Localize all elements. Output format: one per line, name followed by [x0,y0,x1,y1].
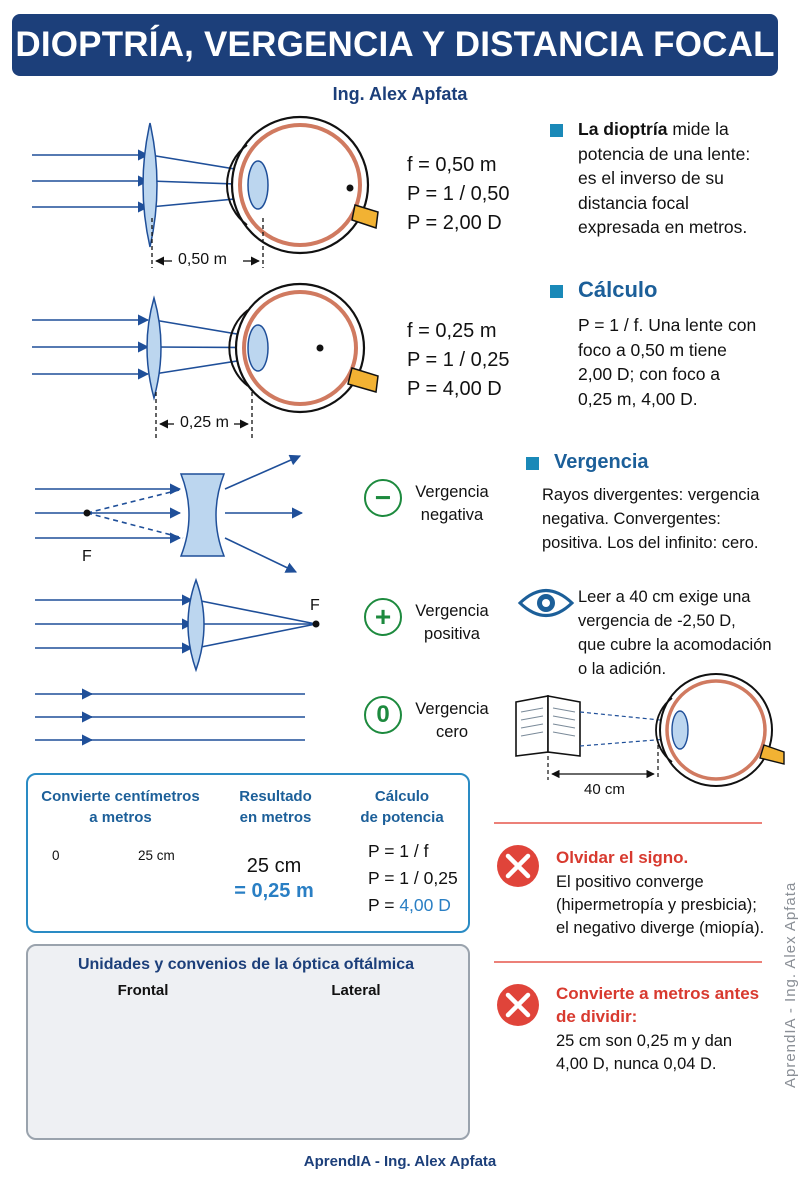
conversion-col1-header: Convierte centímetros a metros [41,788,200,826]
ruler-start-label: 0 [52,848,60,863]
bullet-square [550,285,563,298]
distance-label-2: 0,25 m [180,414,229,431]
units-title: Unidades y convenios de la óptica oftálm… [77,956,415,973]
conversion-box [26,773,470,933]
error-note-2: Convierte a metros antes de dividir: 25 … [556,984,760,1073]
eye-icon [517,589,575,617]
power-result-2: P = 4,00 D [407,378,502,400]
dioptria-term: La dioptría [578,119,668,139]
side-view-label: Lateral [331,982,381,999]
plus-icon: + [364,598,402,636]
front-view-label: Frontal [117,982,169,999]
vergencia-heading: Vergencia [554,451,649,473]
ruler-end-label: 25 cm [138,848,175,863]
reading-distance-label: 40 cm [584,781,625,798]
focus-label-positive: F [310,597,320,614]
zero-icon: 0 [364,696,402,734]
error-note-1: Olvidar el signo. El positivo converge (… [556,848,765,937]
calculo-text: P = 1 / f. Una lente con foco a 0,50 m t… [578,315,757,409]
page-title: DIOPTRÍA, VERGENCIA Y DISTANCIA FOCAL [15,25,775,64]
diagram-reading [515,673,785,787]
bullet-square [526,457,539,470]
author-line: Ing. Alex Apfata [332,84,468,104]
error-icon-1 [497,845,539,887]
dioptria-text: La dioptría mide la potencia de una lent… [578,119,751,237]
diagram-zero-vergence [35,688,305,746]
focal-length-1: f = 0,50 m [407,154,497,176]
convex-lens-3 [187,577,205,673]
title-banner [12,14,778,76]
eyeball-2 [228,282,379,414]
convex-lens-2 [146,295,162,401]
reading-text: Leer a 40 cm exige una vergencia de -2,5… [578,588,772,678]
bullet-square [550,124,563,137]
units-box [26,944,470,1140]
formula-group-1: f = 0,50 m P = 1 / 0,50 P = 2,00 D [407,151,510,238]
focus-label-negative: F [82,548,92,565]
diagram-positive-vergence [35,577,320,673]
power-formula-1: P = 1 / 0,50 [407,183,510,205]
conversion-col2-header: Resultado en metros [239,788,312,826]
focal-length-2: f = 0,25 m [407,320,497,342]
conversion-col3-header: Cálculo de potencia [360,788,444,826]
power-calculation: P = 1 / f P = 1 / 0,25 P = 4,00 D [368,841,458,915]
power-formula-2: P = 1 / 0,25 [407,349,510,371]
convex-lens-1 [142,122,158,248]
power-value: 4,00 D [399,895,451,915]
diagram-negative-vergence [35,454,304,573]
diagram-lens-eye-025 [32,282,379,438]
result-cm: 25 cm [246,855,302,877]
diagram-lens-eye-050 [32,115,379,268]
result-m: = 0,25 m [234,880,314,902]
formula-group-2: f = 0,25 m P = 1 / 0,25 P = 4,00 D [407,317,510,404]
vergencia-text: Rayos divergentes: vergencia negativa. C… [542,486,760,552]
minus-icon: − [364,479,402,517]
zero-vergence-label: Vergencia cero [415,700,489,741]
concave-lens [179,473,226,557]
negative-vergence-label: Vergencia negativa [415,483,489,524]
eyeball-1 [226,115,379,255]
calculo-heading: Cálculo [578,277,658,302]
footer-credit: AprendIA - Ing. Alex Apfata [303,1153,497,1170]
book-icon [515,695,581,757]
side-watermark: AprendIA - Ing. Alex Apfata [782,881,799,1088]
positive-vergence-label: Vergencia positiva [415,602,489,643]
power-result-1: P = 2,00 D [407,212,502,234]
error-icon-2 [497,984,539,1026]
distance-label-1: 0,50 m [178,251,227,268]
